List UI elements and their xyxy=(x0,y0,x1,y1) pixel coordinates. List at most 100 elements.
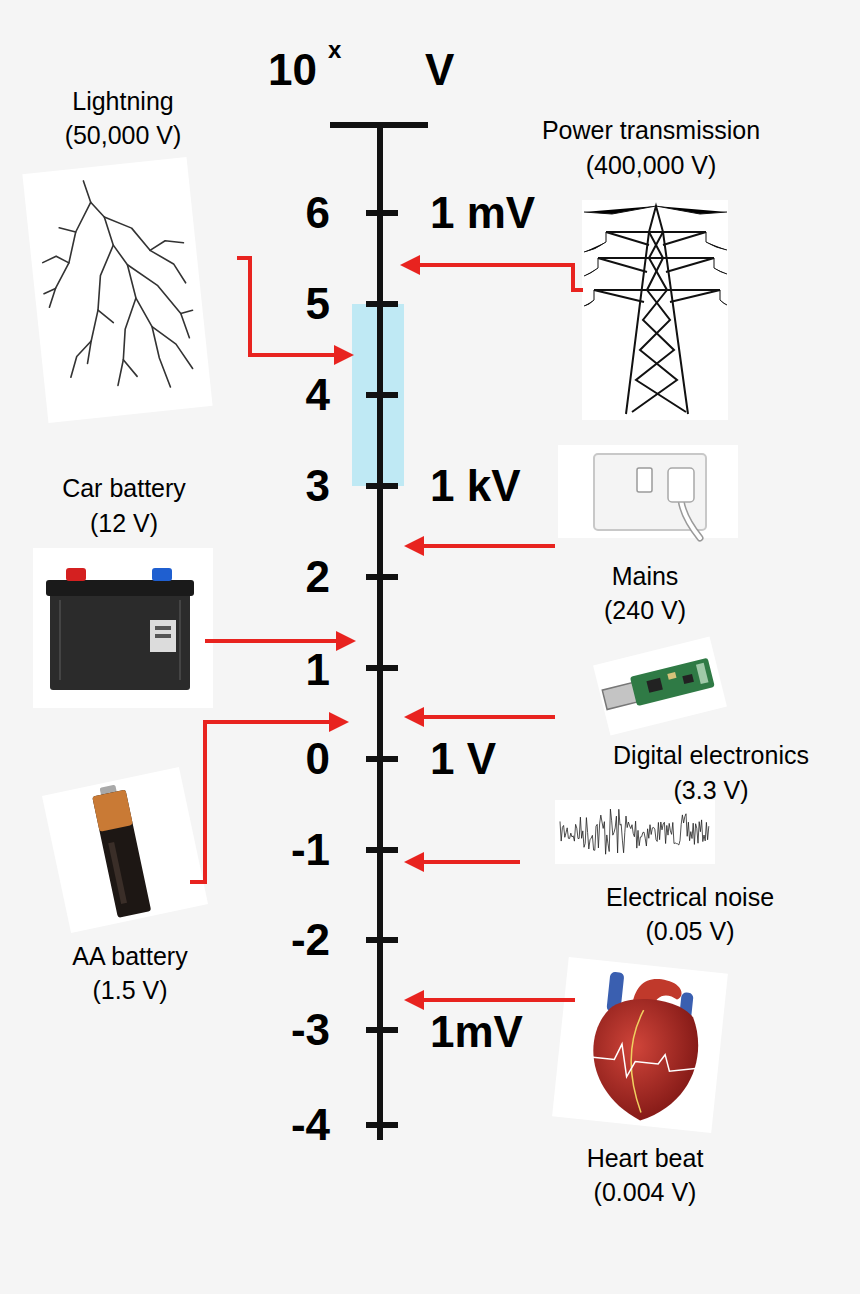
pylon-picture-part-part xyxy=(584,242,727,306)
exponent-tick-label: -4 xyxy=(291,1102,330,1148)
car-battery-picture-part xyxy=(46,580,194,596)
car-battery-picture-part xyxy=(155,634,171,638)
source-name: Car battery xyxy=(62,475,186,501)
car-battery-picture-part xyxy=(150,620,176,652)
lightning-picture-part-part xyxy=(67,341,94,377)
axis-header-unit: V xyxy=(425,47,454,93)
usb-board-picture-part xyxy=(696,663,709,684)
pointer-arrow-part xyxy=(237,258,350,355)
unit-tick-label: 1mV xyxy=(430,1009,523,1055)
pointer-arrow-part xyxy=(408,544,555,548)
pylon-picture-part xyxy=(582,200,728,420)
unit-tick-label-holder: 1mV xyxy=(430,1009,523,1055)
scale-axis-part xyxy=(366,847,398,853)
wall-socket-picture-part xyxy=(681,500,700,538)
noise-picture-part xyxy=(560,809,709,854)
lightning-picture-part xyxy=(22,157,212,423)
voltage-value: (240 V) xyxy=(604,597,686,623)
lightning-picture xyxy=(22,157,212,423)
exponent-tick-label: 0 xyxy=(306,736,330,782)
source-name: AA battery xyxy=(72,943,187,969)
car-battery-picture-part xyxy=(50,590,190,690)
source-name-holder: Digital electronics xyxy=(613,742,809,768)
lightning-picture-part-part xyxy=(123,358,137,377)
voltage-value-holder: (12 V) xyxy=(90,510,158,536)
exponent-tick-label: -2 xyxy=(291,917,330,963)
source-name: Mains xyxy=(612,563,679,589)
pointer-arrow-part xyxy=(408,715,555,719)
lightning-picture-part-part xyxy=(149,239,184,251)
axis-header-exponent: x xyxy=(328,37,341,62)
exponent-tick-label-holder: -4 xyxy=(291,1102,330,1148)
pointer-arrow-part xyxy=(190,722,345,882)
heart-picture-part xyxy=(589,1041,700,1084)
unit-tick-label-holder: 1 mV xyxy=(430,190,535,236)
source-name-holder: Mains xyxy=(612,563,679,589)
unit-tick-label-holder: 1 V xyxy=(430,736,496,782)
exponent-tick-label: 5 xyxy=(306,281,330,327)
exponent-tick-label: -3 xyxy=(291,1007,330,1053)
lightning-picture-part-part xyxy=(109,298,145,385)
car-battery-picture-part xyxy=(152,568,172,581)
voltage-value: (400,000 V) xyxy=(586,152,717,178)
voltage-value: (1.5 V) xyxy=(92,977,167,1003)
pylon-picture-part-part xyxy=(632,232,677,412)
heart-picture-part xyxy=(552,957,728,1133)
exponent-tick-label-holder: 3 xyxy=(306,463,330,509)
pylon-picture xyxy=(582,200,728,420)
pylon-picture-part-part xyxy=(626,206,688,414)
wall-socket-picture-part xyxy=(681,500,700,538)
voltage-value: (3.3 V) xyxy=(673,777,748,803)
exponent-tick-label-holder: 4 xyxy=(306,372,330,418)
pylon-picture-part-part xyxy=(584,206,727,214)
scale-axis-part xyxy=(366,1027,398,1033)
source-name-holder: Lightning xyxy=(72,88,173,114)
aa-battery-picture-part xyxy=(108,842,127,904)
aa-battery-picture-part xyxy=(92,790,133,832)
voltage-value-holder: (0.004 V) xyxy=(594,1179,697,1205)
voltage-value: (12 V) xyxy=(90,510,158,536)
source-name: Power transmission xyxy=(542,117,760,143)
axis-header-holder: 10 xyxy=(268,47,317,93)
exponent-tick-label-holder: -3 xyxy=(291,1007,330,1053)
usb-board-picture-part xyxy=(630,658,715,706)
exponent-tick-label: 4 xyxy=(306,372,330,418)
exponent-tick-label-holder: 5 xyxy=(306,281,330,327)
pylon-picture-part-part xyxy=(594,232,720,300)
source-name-holder: AA battery xyxy=(72,943,187,969)
scale-axis-part xyxy=(366,665,398,671)
heart-picture-part xyxy=(625,1009,651,1112)
wall-socket-picture xyxy=(558,445,738,538)
source-name: Digital electronics xyxy=(613,742,809,768)
lightning-picture-part-part xyxy=(75,245,125,363)
axis-header-unit-holder: V xyxy=(425,47,454,93)
scale-axis-part xyxy=(366,483,398,489)
lightning-picture-part-part xyxy=(83,174,170,394)
usb-board-picture-part xyxy=(682,674,694,684)
exponent-tick-label: 3 xyxy=(306,463,330,509)
voltage-value-holder: (240 V) xyxy=(604,597,686,623)
pylon-picture-part-part xyxy=(636,232,686,412)
lightning-picture-part-part xyxy=(44,288,56,293)
aa-battery-picture-part xyxy=(42,767,208,933)
voltage-value: (0.05 V) xyxy=(646,918,735,944)
lightning-picture-part xyxy=(33,171,201,399)
lightning-picture-part-part xyxy=(152,323,193,373)
voltage-value-holder: (1.5 V) xyxy=(92,977,167,1003)
lightning-picture-part-part xyxy=(39,202,101,307)
source-name: Heart beat xyxy=(587,1145,704,1171)
scale-axis-part xyxy=(366,392,398,398)
lightning-picture-part-part xyxy=(104,209,185,290)
lightning-picture-part-part xyxy=(42,255,69,266)
heart-picture xyxy=(552,957,728,1133)
source-name: Electrical noise xyxy=(606,884,774,910)
scale-axis xyxy=(330,125,428,1140)
scale-axis-part xyxy=(366,574,398,580)
scale-axis-part xyxy=(366,1122,398,1128)
exponent-tick-label-holder: 0 xyxy=(306,736,330,782)
voltage-value: (50,000 V) xyxy=(65,122,182,148)
pointer-arrow-part xyxy=(404,265,583,290)
unit-tick-label-holder: 1 kV xyxy=(430,463,521,509)
car-battery-picture-part xyxy=(66,568,86,581)
